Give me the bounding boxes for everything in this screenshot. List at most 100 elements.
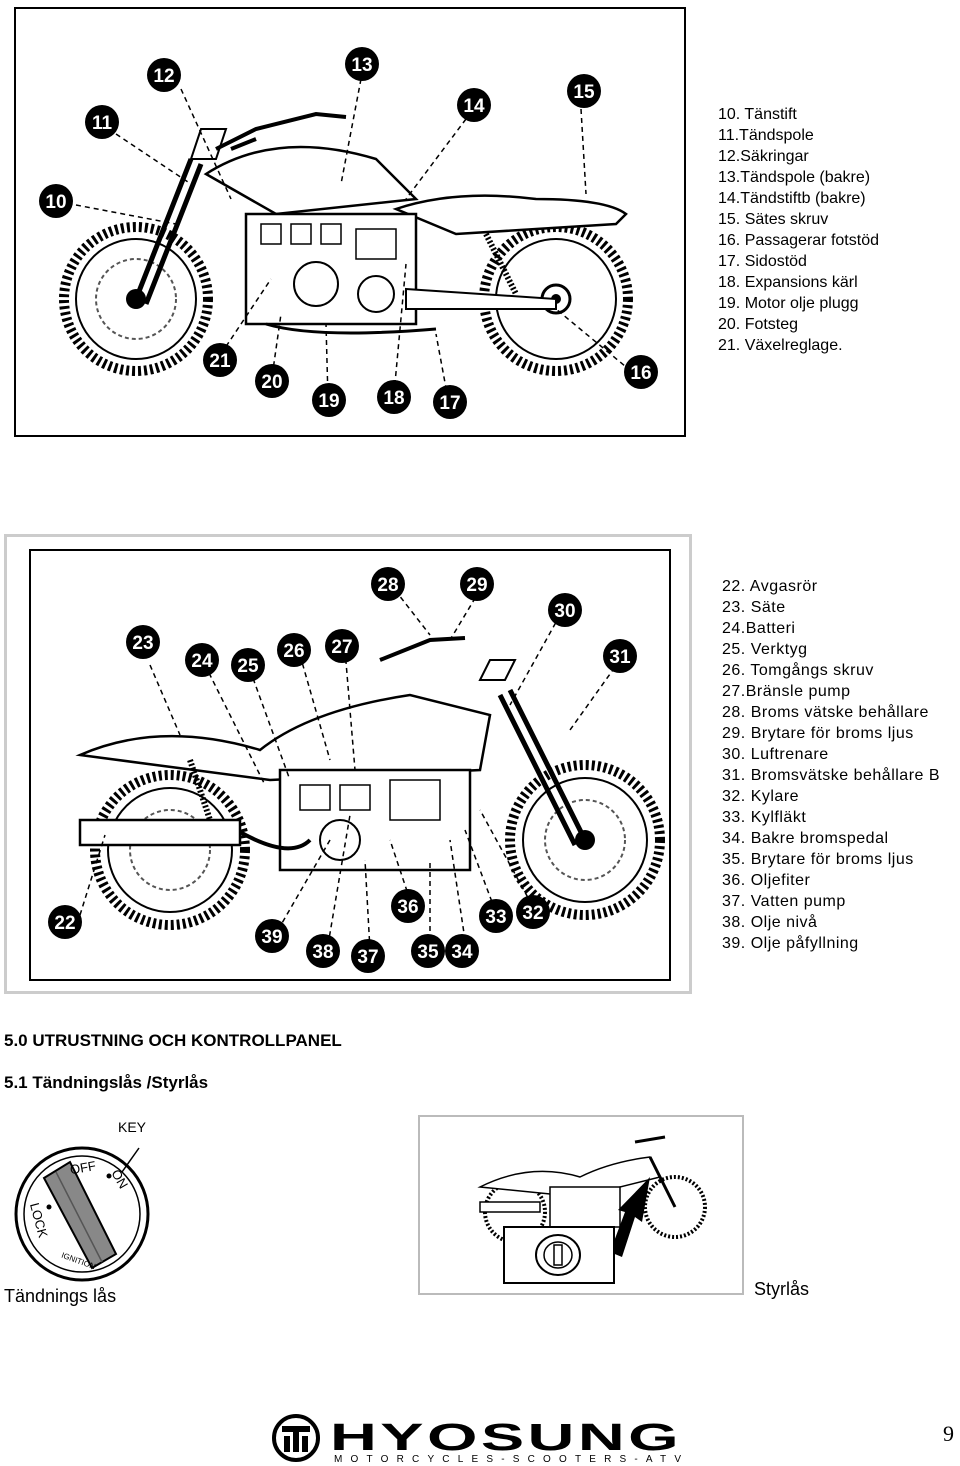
legend-item: 17. Sidostöd xyxy=(718,253,807,270)
callout-badge xyxy=(231,648,265,682)
legend-item: 23. Säte xyxy=(722,599,786,616)
callout-number: 34 xyxy=(451,942,473,963)
key-label: KEY xyxy=(118,1119,147,1135)
off-label: OFF xyxy=(69,1158,97,1177)
callout-badge xyxy=(325,629,359,663)
callout-number: 17 xyxy=(439,393,460,414)
legend-item: 19. Motor olje plugg xyxy=(718,295,859,312)
callout-number: 25 xyxy=(237,656,259,677)
callout-number: 35 xyxy=(417,942,439,963)
callout-badge xyxy=(391,889,425,923)
diagram-2-legend: 22. Avgasrör 23. Säte 24.Batteri 25. Ver… xyxy=(722,576,940,954)
callout-badge xyxy=(445,934,479,968)
callout-badge xyxy=(411,934,445,968)
section-title: 5.0 UTRUSTNING OCH KONTROLLPANEL xyxy=(4,1031,342,1050)
legend-item: 27.Bränsle pump xyxy=(722,683,851,700)
callout-number: 11 xyxy=(92,113,113,134)
steering-lock-figure xyxy=(418,1115,744,1295)
callout-badge xyxy=(255,364,289,398)
legend-item: 24.Batteri xyxy=(722,620,796,637)
callout-number: 32 xyxy=(522,903,543,924)
callout-number: 30 xyxy=(554,601,575,622)
callout-number: 14 xyxy=(463,96,485,117)
callout-badge xyxy=(306,934,340,968)
steering-lock-caption: Styrlås xyxy=(754,1279,810,1299)
callout-number: 37 xyxy=(357,947,378,968)
legend-item: 22. Avgasrör xyxy=(722,578,818,595)
callout-number: 22 xyxy=(54,913,75,934)
legend-item: 26. Tomgångs skruv xyxy=(722,662,874,679)
subsection-title: 5.1 Tändningslås /Styrlås xyxy=(4,1073,209,1092)
callout-number: 36 xyxy=(397,897,418,918)
brand-tagline: MOTORCYCLES-SCOOTERS-ATV xyxy=(334,1454,684,1464)
callout-number: 26 xyxy=(283,641,304,662)
callout-number: 23 xyxy=(132,633,153,654)
callout-badge xyxy=(48,905,82,939)
callout-badge xyxy=(624,355,658,389)
callout-number: 31 xyxy=(609,647,631,668)
legend-item: 16. Passagerar fotstöd xyxy=(718,232,879,249)
callout-number: 38 xyxy=(312,942,333,963)
callout-number: 18 xyxy=(383,388,404,409)
callout-badge xyxy=(567,74,601,108)
page-number: 9 xyxy=(943,1421,954,1446)
ignition-lock-figure: KEY OFF ON LOCK IGNITION xyxy=(4,1112,166,1284)
callout-badge xyxy=(255,919,289,953)
legend-item: 11.Tändspole xyxy=(718,127,814,144)
legend-item: 20. Fotsteg xyxy=(718,316,799,333)
legend-item: 21. Växelreglage. xyxy=(718,337,843,354)
legend-item: 30. Luftrenare xyxy=(722,746,829,763)
legend-item: 10. Tänstift xyxy=(718,106,797,123)
callout-badge xyxy=(345,47,379,81)
callout-number: 21 xyxy=(209,351,231,372)
callout-badge xyxy=(371,567,405,601)
callout-badge xyxy=(126,625,160,659)
callout-number: 15 xyxy=(573,82,595,103)
legend-item: 32. Kylare xyxy=(722,788,800,805)
callout-number: 12 xyxy=(153,66,174,87)
diagram-1-legend: 10. Tänstift 11.Tändspole 12.Säkringar 1… xyxy=(718,104,879,356)
legend-item: 12.Säkringar xyxy=(718,148,809,165)
ignition-lock-caption: Tändnings lås xyxy=(4,1286,117,1306)
callout-badge xyxy=(85,105,119,139)
legend-item: 29. Brytare för broms ljus xyxy=(722,725,914,742)
legend-item: 38. Olje nivå xyxy=(722,914,818,931)
callout-badge xyxy=(277,633,311,667)
brand-logo: HYOSUNG MOTORCYCLES-SCOOTERS-ATV xyxy=(272,1412,692,1464)
legend-item: 28. Broms vätske behållare xyxy=(722,704,929,721)
brand-name: HYOSUNG xyxy=(330,1417,682,1459)
callout-badge xyxy=(548,593,582,627)
callout-badge xyxy=(460,567,494,601)
legend-item: 31. Bromsvätske behållare B xyxy=(722,767,941,784)
callout-number: 39 xyxy=(261,927,282,948)
callout-badge xyxy=(351,939,385,973)
legend-item: 15. Sätes skruv xyxy=(718,211,829,228)
callout-number: 10 xyxy=(45,192,66,213)
legend-item: 13.Tändspole (bakre) xyxy=(718,169,871,186)
callout-badge xyxy=(185,643,219,677)
callout-badge xyxy=(603,639,637,673)
callout-badge xyxy=(433,385,467,419)
callout-number: 29 xyxy=(466,575,487,596)
callout-badge xyxy=(147,58,181,92)
legend-item: 39. Olje påfyllning xyxy=(722,935,859,952)
callout-badge xyxy=(312,383,346,417)
callout-badge xyxy=(39,184,73,218)
legend-item: 33. Kylfläkt xyxy=(722,809,807,826)
legend-item: 14.Tändstiftb (bakre) xyxy=(718,190,866,207)
callout-badge xyxy=(203,343,237,377)
callout-number: 33 xyxy=(485,907,506,928)
callout-badge xyxy=(377,380,411,414)
callout-number: 19 xyxy=(318,391,339,412)
callout-number: 20 xyxy=(261,372,282,393)
callout-number: 28 xyxy=(377,575,398,596)
callout-number: 16 xyxy=(630,363,651,384)
callout-number: 27 xyxy=(331,637,352,658)
callout-badge xyxy=(457,88,491,122)
legend-item: 35. Brytare för broms ljus xyxy=(722,851,914,868)
callout-badge xyxy=(479,899,513,933)
